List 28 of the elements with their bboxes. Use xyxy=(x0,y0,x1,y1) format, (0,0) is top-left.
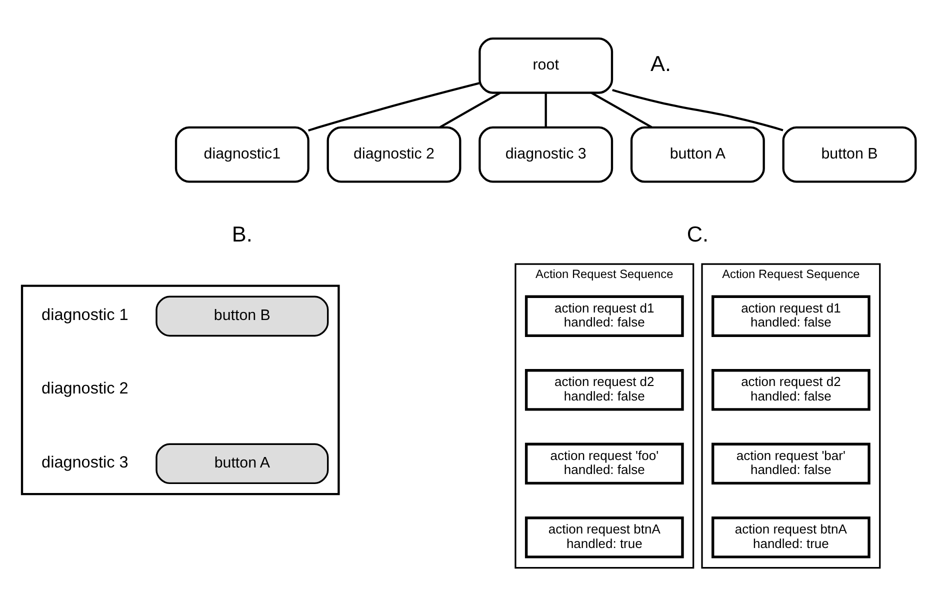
connector xyxy=(439,91,500,128)
label: B. xyxy=(231,220,252,246)
connector xyxy=(308,82,479,132)
node-box: diagnostic 2 xyxy=(326,126,461,182)
node-box: diagnostic1 xyxy=(174,126,309,182)
label: diagnostic 1 xyxy=(41,305,128,324)
connector xyxy=(590,91,652,128)
node-box: action request d2 handled: false xyxy=(711,368,870,410)
node-box: button B xyxy=(782,126,916,182)
cluster xyxy=(20,284,340,495)
node-box: root xyxy=(478,36,613,94)
label: A. xyxy=(650,50,671,76)
label: diagnostic 3 xyxy=(41,452,128,471)
connector xyxy=(612,88,783,131)
node-box: action request 'foo' handled: false xyxy=(524,442,684,484)
label: C. xyxy=(686,220,708,246)
node-box: action request 'bar' handled: false xyxy=(711,442,870,484)
label: diagnostic 2 xyxy=(41,379,128,398)
node-box: action request btnA handled: true xyxy=(711,516,870,558)
node-box: action request btnA handled: true xyxy=(524,516,684,558)
node-box: button B xyxy=(155,295,328,336)
connector xyxy=(544,92,546,127)
node-box: button A xyxy=(630,126,764,182)
node-box: button A xyxy=(155,442,328,484)
node-box: diagnostic 3 xyxy=(478,126,613,182)
node-box: action request d1 handled: false xyxy=(524,294,684,337)
node-box: action request d1 handled: false xyxy=(711,294,870,337)
node-box: action request d2 handled: false xyxy=(524,368,684,410)
